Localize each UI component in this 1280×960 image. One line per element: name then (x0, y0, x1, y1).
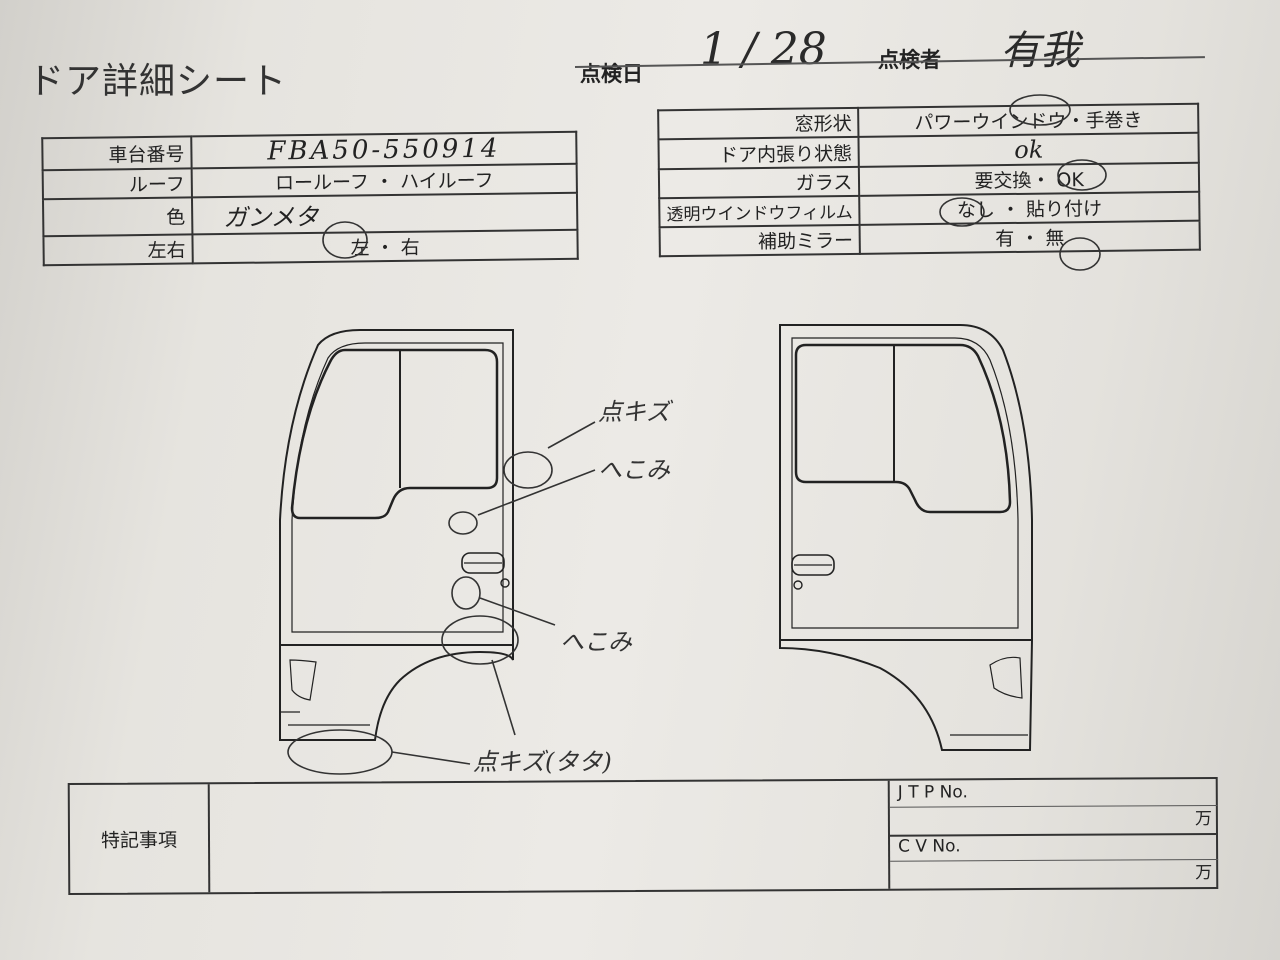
damage-circle-lower (441, 615, 519, 665)
circle-glass-ok (1057, 159, 1107, 191)
annotation-dent-2: へこみ (560, 628, 633, 656)
circle-film-none (939, 197, 985, 227)
date-label: 点検日 (580, 62, 643, 86)
right-door-drawing (779, 324, 1033, 751)
selection-circles (322, 94, 1107, 271)
inspector-label: 点検者 (878, 48, 941, 72)
inspector-value: 有我 (1000, 28, 1080, 74)
annotation-scratch: 点キズ (598, 398, 674, 426)
jtp-unit: 万 (1194, 809, 1212, 830)
damage-circle-sill (287, 729, 393, 775)
date-value: 1 / 28 (700, 24, 827, 75)
special-notes-label: 特記事項 (69, 784, 211, 893)
damage-circle-dent-2 (451, 576, 481, 610)
damage-marks (287, 421, 596, 775)
circle-mirror-none (1059, 237, 1101, 271)
number-box: J T P No. 万 C V No. 万 (887, 778, 1219, 889)
circle-left-side (322, 221, 368, 259)
annotation-scratch-sill: 点キズ(タタ) (473, 748, 612, 776)
cv-label: C V No. (898, 836, 961, 857)
special-notes-box: 特記事項 J T P No. 万 C V No. 万 (67, 776, 1219, 896)
jtp-row: J T P No. 万 (889, 778, 1219, 837)
circle-window (1009, 94, 1071, 126)
cv-row: C V No. 万 (890, 833, 1219, 889)
cv-line (890, 858, 1219, 862)
damage-circle-dent-1 (448, 511, 478, 535)
damage-circle-scratch (503, 451, 553, 489)
jtp-label: J T P No. (897, 782, 968, 803)
sheet-title: ドア詳細シート (28, 61, 288, 102)
annotation-dent-1: へこみ (598, 456, 671, 484)
left-door-drawing (279, 329, 514, 741)
cv-unit: 万 (1195, 863, 1213, 884)
jtp-line (889, 804, 1218, 808)
